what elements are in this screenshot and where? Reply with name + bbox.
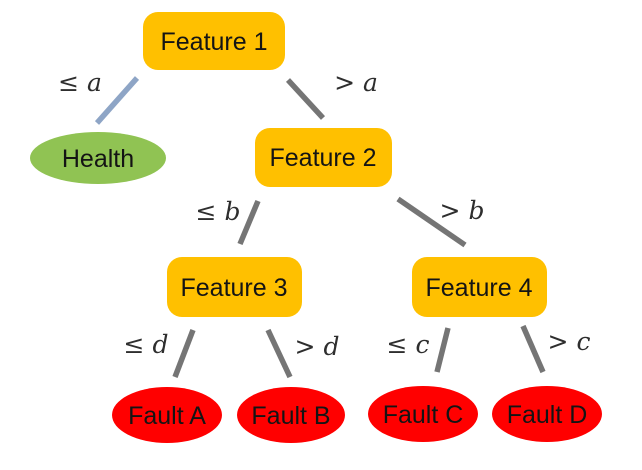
edge-label-gt-a: > a	[334, 68, 378, 97]
edge-label-leq-b: ≤ b	[196, 197, 241, 226]
node-fault-b-shape	[237, 387, 345, 443]
edge-feature4-faultC	[434, 327, 451, 373]
edge-feature2-feature3	[237, 199, 261, 246]
node-feature-1-shape	[143, 12, 285, 70]
edge-label-leq-c: ≤ c	[387, 330, 430, 359]
node-fault-c-shape	[368, 386, 478, 442]
node-fault-a-label: Fault A	[128, 402, 206, 430]
edge-label-gt-c: > c	[548, 327, 591, 356]
node-feature-4-label: Feature 4	[425, 274, 532, 302]
node-fault-a-shape	[112, 387, 222, 443]
edge-feature3-faultB	[265, 328, 293, 379]
node-feature-1-label: Feature 1	[160, 28, 267, 56]
node-fault-c: Fault C	[368, 386, 478, 442]
edge-feature4-faultD	[520, 324, 546, 374]
node-fault-a: Fault A	[112, 387, 222, 443]
node-feature-2-shape	[255, 128, 392, 187]
node-feature-3: Feature 3	[167, 257, 302, 317]
node-feature-4: Feature 4	[412, 257, 547, 317]
node-feature-1: Feature 1	[143, 12, 285, 70]
edge-feature1-health	[94, 76, 140, 125]
node-health: Health	[30, 132, 166, 184]
node-fault-b: Fault B	[237, 387, 345, 443]
edge-label-gt-b: > b	[440, 196, 485, 225]
edge-feature2-feature4	[396, 196, 467, 248]
edge-label-leq-a: ≤ a	[58, 68, 102, 97]
node-feature-3-label: Feature 3	[180, 274, 287, 302]
node-fault-d-shape	[492, 386, 602, 442]
node-feature-2-label: Feature 2	[269, 144, 376, 172]
node-fault-d-label: Fault D	[507, 401, 588, 429]
node-feature-4-shape	[412, 257, 547, 317]
edge-label-leq-d: ≤ d	[124, 330, 169, 359]
node-fault-d: Fault D	[492, 386, 602, 442]
edge-feature3-faultA	[172, 329, 196, 378]
edge-feature1-feature2	[285, 78, 326, 120]
edge-label-gt-d: > d	[295, 332, 340, 361]
node-health-label: Health	[62, 145, 134, 173]
node-feature-2: Feature 2	[255, 128, 392, 187]
node-fault-b-label: Fault B	[251, 402, 330, 430]
node-fault-c-label: Fault C	[383, 401, 464, 429]
node-feature-3-shape	[167, 257, 302, 317]
node-health-shape	[30, 132, 166, 184]
